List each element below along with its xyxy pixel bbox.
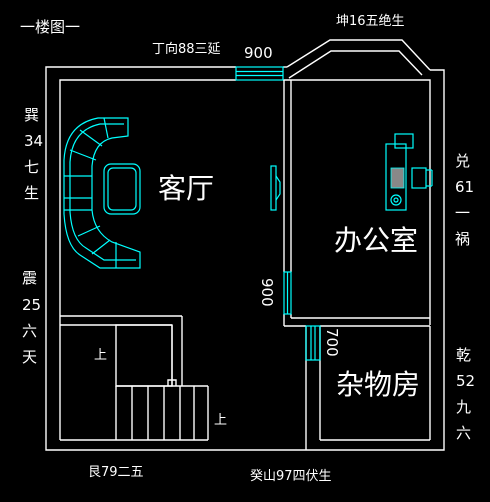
stair-up-label-1: 上 — [94, 348, 107, 363]
office-door-dimension: 900 — [258, 278, 276, 307]
direction-right-upper-2: 61 — [455, 178, 474, 196]
storage-door — [305, 325, 321, 361]
direction-right-upper-4: 祸 — [455, 230, 470, 248]
direction-left-upper-2: 34 — [24, 132, 43, 150]
direction-bottom-center: 癸山97四伏生 — [250, 469, 332, 484]
direction-right-upper-1: 兑 — [455, 152, 470, 170]
direction-top-right: 坤16五绝生 — [336, 13, 405, 29]
direction-top-left: 丁向88三延 — [152, 41, 221, 57]
room-living: 客厅 — [158, 172, 214, 205]
top-window — [235, 66, 284, 81]
direction-left-upper-3: 七 — [24, 158, 39, 176]
room-storage: 杂物房 — [336, 368, 420, 401]
staircase — [115, 324, 208, 440]
direction-left-upper-1: 巽 — [24, 106, 39, 124]
top-window-dimension: 900 — [244, 44, 273, 62]
direction-bottom-left: 艮79二五 — [88, 465, 144, 480]
stair-up-label-2: 上 — [214, 413, 227, 428]
direction-right-lower-4: 六 — [456, 424, 471, 442]
direction-left-lower-4: 天 — [22, 348, 37, 366]
direction-right-lower-2: 52 — [456, 372, 475, 390]
storage-door-dimension: 700 — [323, 328, 341, 357]
sofa-icon — [63, 117, 141, 269]
direction-right-lower-1: 乾 — [456, 346, 471, 364]
direction-left-lower-1: 震 — [22, 269, 37, 287]
tv-icon — [270, 165, 281, 211]
direction-right-lower-3: 九 — [456, 398, 471, 416]
direction-left-lower-3: 六 — [22, 322, 37, 340]
bay-window — [286, 39, 431, 79]
direction-left-upper-4: 生 — [24, 184, 39, 202]
room-office: 办公室 — [334, 224, 418, 257]
direction-left-lower-2: 25 — [22, 296, 41, 314]
direction-right-upper-3: 一 — [455, 204, 470, 222]
office-door — [283, 271, 292, 315]
page-title: 一楼图一 — [20, 18, 80, 36]
office-desk-icon — [385, 133, 433, 211]
interior-walls — [59, 80, 431, 450]
outer-walls — [45, 66, 445, 451]
